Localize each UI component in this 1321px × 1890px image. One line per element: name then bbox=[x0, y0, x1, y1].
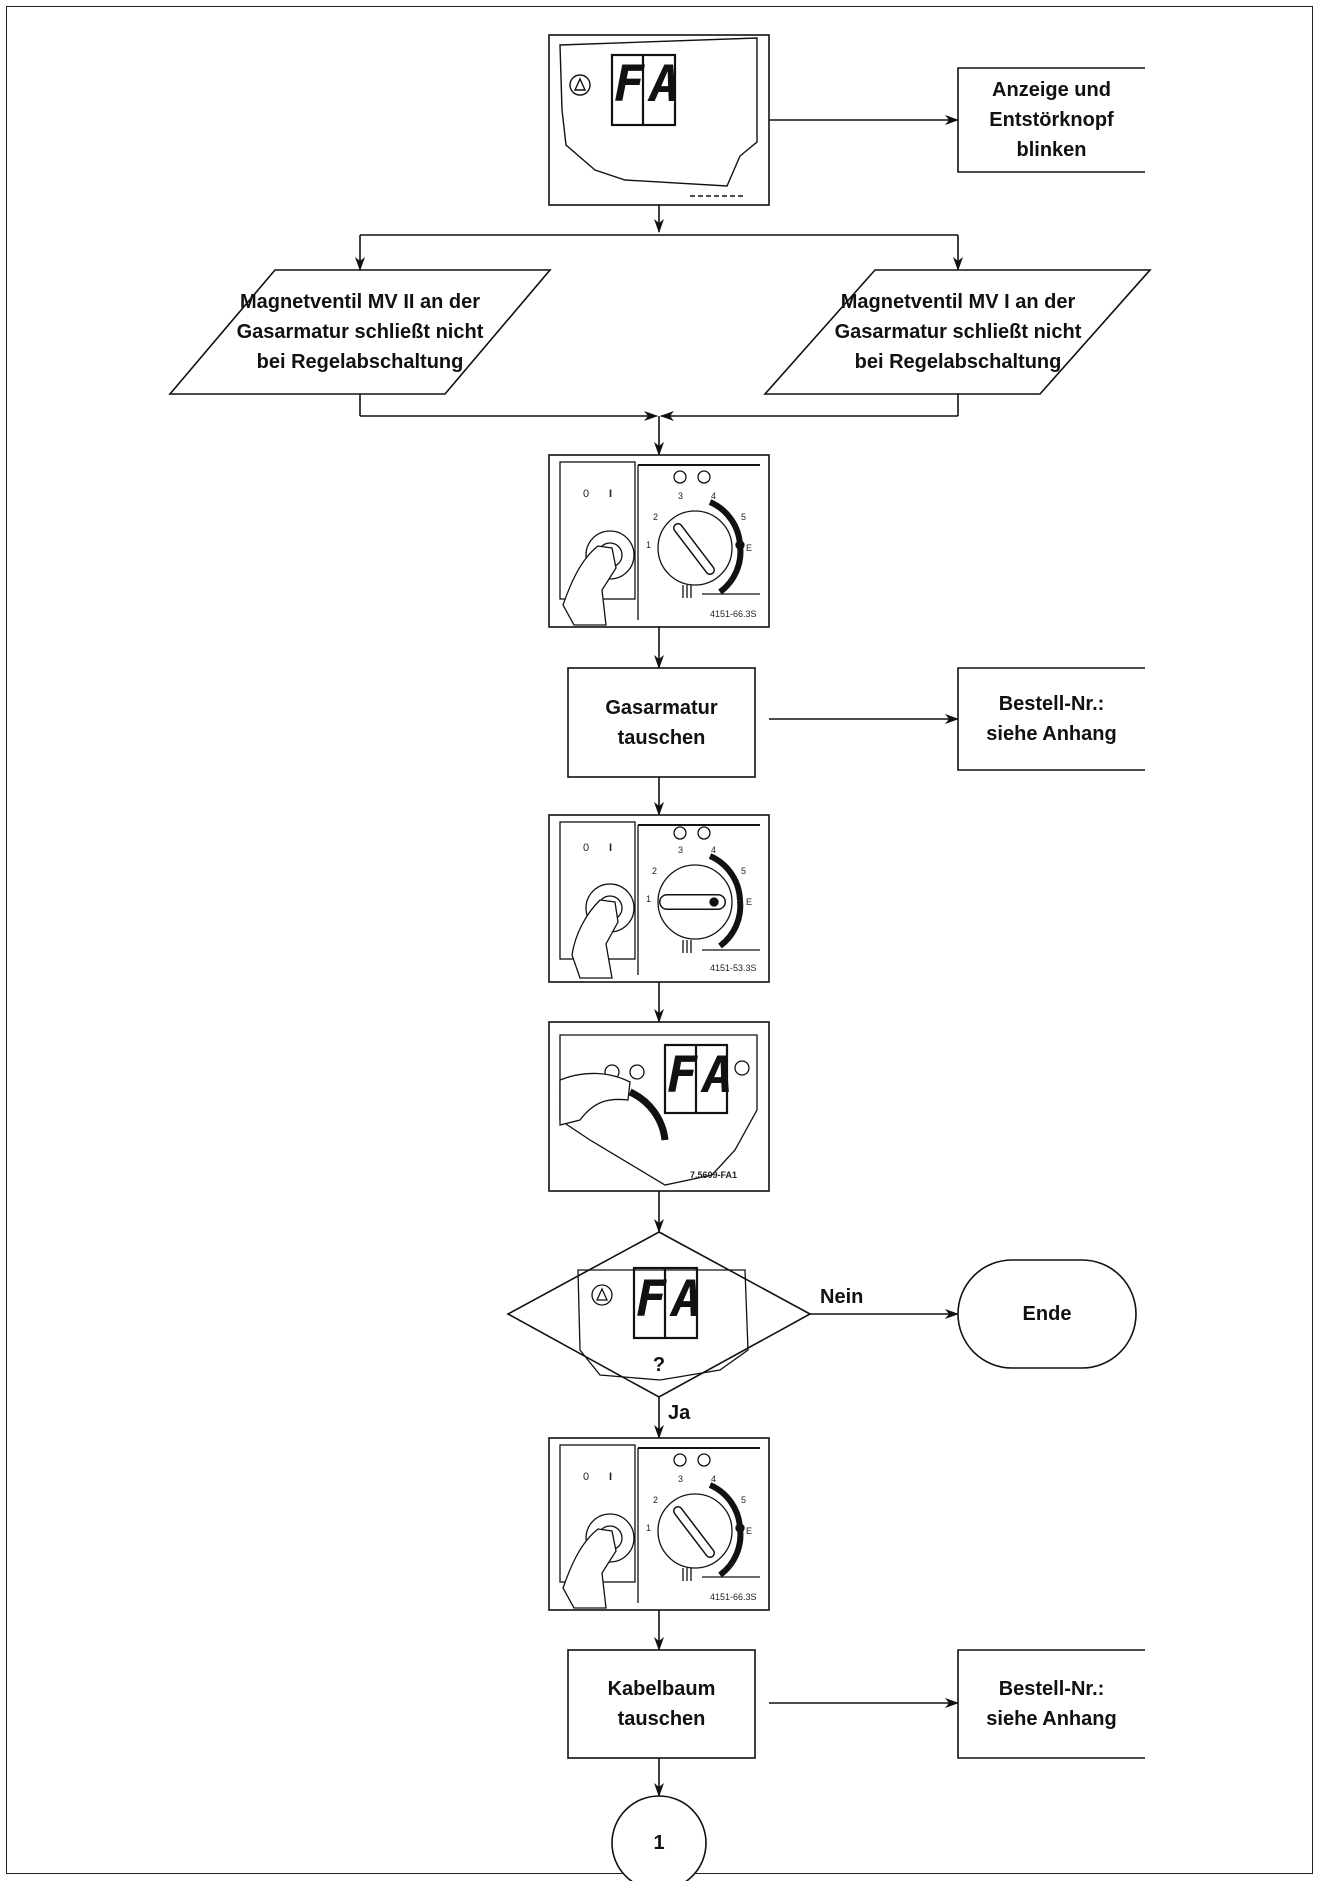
dial-number-4-a: 4 bbox=[711, 491, 717, 501]
order-cable-outline bbox=[957, 1649, 1145, 1759]
dial-number-3-b: 3 bbox=[678, 845, 684, 855]
dial-number-5-a: 5 bbox=[741, 512, 747, 522]
step-cable-text: Kabelbaum tauschen bbox=[568, 1650, 755, 1758]
order-cable-line-1: Bestell-Nr.: bbox=[998, 1678, 1105, 1700]
order-gas-outline bbox=[957, 667, 1145, 771]
blink-box-text: Anzeige und Entstörknopf blinken bbox=[958, 68, 1145, 172]
dial-number-2-a: 2 bbox=[653, 512, 659, 522]
branch-left-line-1: Magnetventil MV II an der bbox=[239, 291, 481, 313]
connector-label: 1 bbox=[653, 1832, 665, 1854]
dial-number-3-a: 3 bbox=[678, 491, 684, 501]
step-cable-box bbox=[567, 1649, 756, 1759]
switch-on-ref: 4151-53.3S bbox=[710, 963, 757, 973]
step-cable-line-2: tauschen bbox=[617, 1708, 706, 1730]
dial-number-e-c: E bbox=[746, 1526, 753, 1536]
branch-left-text: Magnetventil MV II an der Gasarmatur sch… bbox=[170, 270, 550, 394]
dial-off-mark-1: 0 bbox=[583, 488, 590, 500]
dial-number-e-b: E bbox=[746, 897, 753, 907]
dial-number-1-b: 1 bbox=[646, 894, 652, 904]
dial-number-1-c: 1 bbox=[646, 1523, 652, 1533]
switch-off-ref-1: 4151-66.3S bbox=[710, 609, 757, 619]
step-gas-line-2: tauschen bbox=[617, 726, 706, 749]
switch-panel-art-2 bbox=[559, 821, 760, 979]
step-gas-line-1: Gasarmatur bbox=[605, 696, 718, 719]
reset-display-code: FA bbox=[667, 1046, 740, 1104]
blink-line-2: Entstörknopf bbox=[989, 109, 1114, 131]
end-text: Ende bbox=[958, 1260, 1136, 1368]
start-panel bbox=[548, 34, 770, 206]
step-cable-line-1: Kabelbaum bbox=[607, 1678, 716, 1700]
blink-box-outline bbox=[957, 67, 1145, 173]
dial-number-1-a: 1 bbox=[646, 540, 652, 550]
dial-number-4-c: 4 bbox=[711, 1474, 717, 1484]
dial-on-mark-2: I bbox=[609, 842, 613, 854]
order-gas-line-2: siehe Anhang bbox=[986, 723, 1117, 745]
dial-off-mark-3: 0 bbox=[583, 1471, 590, 1483]
blink-line-1: Anzeige und bbox=[992, 79, 1111, 101]
decision-display-code: FA bbox=[636, 1270, 709, 1328]
decision-no-label: Nein bbox=[820, 1286, 864, 1308]
dial-on-mark-1: I bbox=[609, 488, 613, 500]
connector-circle bbox=[611, 1795, 707, 1881]
end-terminal bbox=[957, 1259, 1137, 1369]
branch-left-line-2: Gasarmatur schließt nicht bbox=[236, 321, 484, 343]
order-gas-line-1: Bestell-Nr.: bbox=[998, 693, 1105, 715]
reset-panel-art bbox=[559, 1034, 758, 1186]
dial-number-7-a: 7 bbox=[728, 578, 734, 588]
switch-panel-art-3 bbox=[559, 1444, 760, 1609]
decision-yes-label: Ja bbox=[668, 1402, 691, 1424]
switch-panel-art-1 bbox=[559, 461, 760, 626]
branch-right-shape bbox=[763, 269, 1152, 395]
branch-right-line-1: Magnetventil MV I an der bbox=[840, 291, 1076, 313]
order-cable-line-2: siehe Anhang bbox=[986, 1708, 1117, 1730]
dial-number-e-a: E bbox=[746, 543, 753, 553]
end-label: Ende bbox=[1022, 1303, 1072, 1325]
dial-number-4-b: 4 bbox=[711, 845, 717, 855]
switch-off-ref-2: 4151-66.3S bbox=[710, 1592, 757, 1602]
decision-question: ? bbox=[652, 1354, 666, 1376]
dial-number-5-b: 5 bbox=[741, 866, 747, 876]
branch-left-line-3: bei Regelabschaltung bbox=[256, 351, 464, 373]
dial-number-7-c: 7 bbox=[728, 1561, 734, 1571]
branch-left-shape bbox=[168, 269, 552, 395]
step-gas-box bbox=[567, 667, 756, 778]
dial-number-7-b: 7 bbox=[728, 933, 734, 943]
dial-off-mark-2: 0 bbox=[583, 842, 590, 854]
branch-right-line-3: bei Regelabschaltung bbox=[854, 351, 1062, 373]
dial-number-2-b: 2 bbox=[652, 866, 658, 876]
step-gas-text: Gasarmatur tauschen bbox=[568, 668, 755, 777]
order-gas-text: Bestell-Nr.: siehe Anhang bbox=[958, 668, 1145, 770]
decision-diamond bbox=[506, 1231, 812, 1398]
start-display-code: FA bbox=[614, 55, 687, 113]
order-cable-text: Bestell-Nr.: siehe Anhang bbox=[958, 1650, 1145, 1758]
branch-right-text: Magnetventil MV I an der Gasarmatur schl… bbox=[768, 270, 1148, 394]
reset-ref: 7.5609-FA1 bbox=[690, 1170, 738, 1180]
blink-line-3: blinken bbox=[1016, 139, 1087, 161]
dial-on-mark-3: I bbox=[609, 1471, 613, 1483]
dial-number-5-c: 5 bbox=[741, 1495, 747, 1505]
dial-number-3-c: 3 bbox=[678, 1474, 684, 1484]
branch-right-line-2: Gasarmatur schließt nicht bbox=[834, 321, 1082, 343]
dial-number-2-c: 2 bbox=[653, 1495, 659, 1505]
connector-text: 1 bbox=[612, 1796, 706, 1890]
